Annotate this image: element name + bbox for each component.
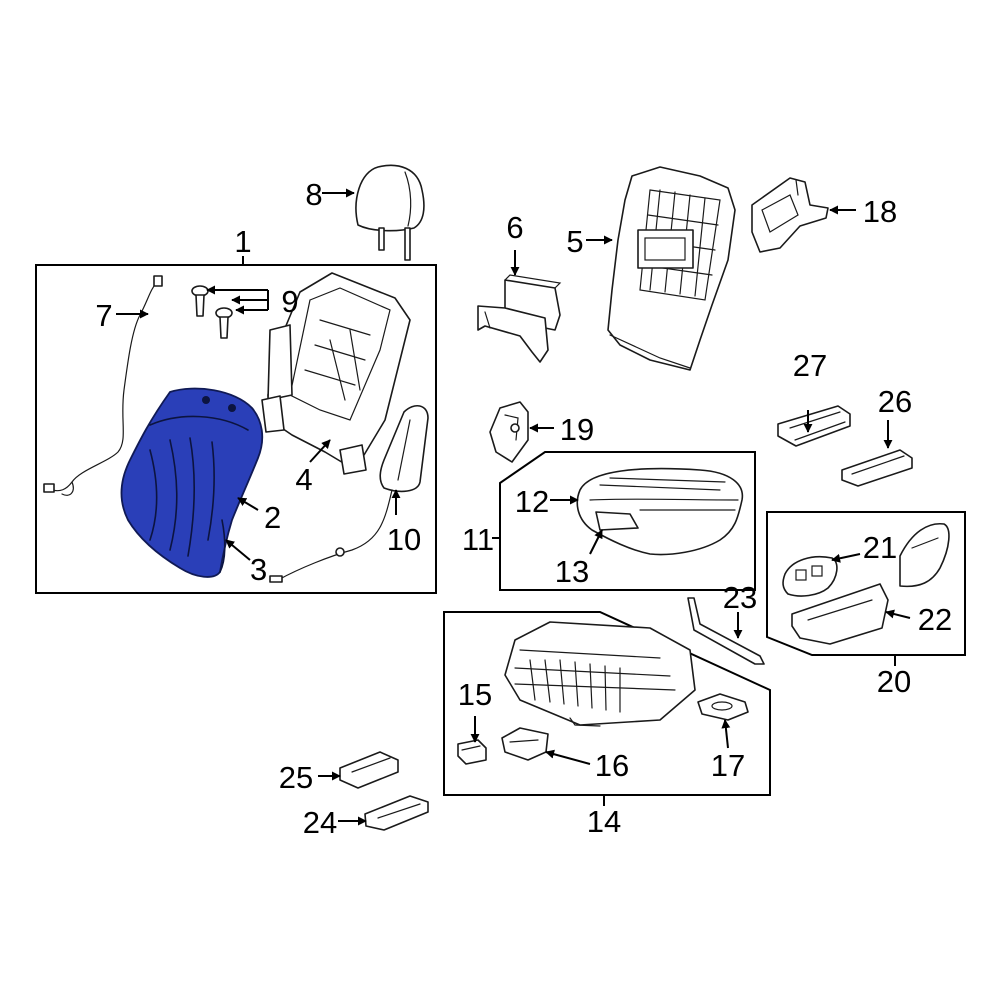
headrest (355, 164, 425, 261)
callout-4: 4 (295, 462, 312, 497)
connector-15 (457, 739, 487, 765)
callout-6: 6 (506, 210, 523, 245)
seatback-group-box (35, 264, 437, 594)
shield-cover-22 (791, 583, 889, 645)
leader-lines (116, 188, 911, 826)
callout-14: 14 (587, 804, 621, 839)
callout-26: 26 (878, 384, 912, 419)
callout-7: 7 (95, 298, 112, 333)
callout-5: 5 (566, 224, 583, 259)
callout-13: 13 (555, 554, 589, 589)
callout-22: 22 (918, 602, 952, 637)
seatback-back-panel (607, 166, 736, 371)
shield-group-box (766, 511, 966, 656)
track-cover-24 (364, 795, 429, 831)
cap-17 (697, 693, 749, 721)
callout-3: 3 (250, 552, 267, 587)
module-bracket (477, 274, 562, 363)
callout-16: 16 (595, 748, 629, 783)
rail-cover-26 (841, 449, 913, 487)
module-16 (501, 727, 549, 761)
callout-1: 1 (234, 224, 251, 259)
callout-8: 8 (305, 177, 322, 212)
callout-23: 23 (723, 580, 757, 615)
switch-knob-21 (782, 556, 838, 597)
callout-18: 18 (863, 194, 897, 229)
outer-shield (899, 523, 950, 588)
bolts (191, 285, 233, 339)
callout-11: 11 (462, 522, 494, 557)
track-cover-25 (339, 751, 399, 789)
seat-track-frame (504, 621, 696, 727)
callout-15: 15 (458, 677, 492, 712)
rail-cover-27 (777, 405, 851, 447)
seat-cushion (576, 467, 744, 556)
callout-labels: 1 2 3 4 5 6 7 8 9 10 11 12 13 14 15 16 1… (95, 177, 952, 840)
trim-strip-23 (687, 597, 765, 665)
seatback-cover-highlighted (120, 387, 264, 578)
callout-24: 24 (303, 805, 337, 840)
callout-10: 10 (387, 522, 421, 557)
seat-bracket (751, 177, 829, 253)
callout-17: 17 (711, 748, 745, 783)
callout-25: 25 (279, 760, 313, 795)
side-airbag (269, 405, 429, 583)
callout-20: 20 (877, 664, 911, 699)
callout-21: 21 (863, 530, 897, 565)
callout-19: 19 (560, 412, 594, 447)
callout-9: 9 (281, 284, 298, 319)
callout-27: 27 (793, 348, 827, 383)
track-group-box (443, 611, 771, 796)
seatback-frame (261, 272, 411, 475)
callout-2: 2 (264, 500, 281, 535)
cushion-group-box (499, 451, 756, 591)
trim-cover-19 (489, 401, 529, 463)
callout-12: 12 (515, 484, 549, 519)
